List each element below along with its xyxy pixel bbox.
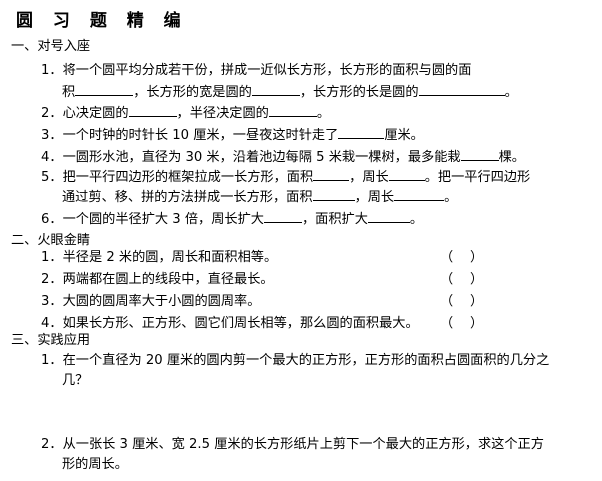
question-1-1-line1: 1．将一个圆平均分成若干份，拼成一近似长方形，长方形的面积与圆的面 [41,63,472,78]
judge-item-3: 3．大圆的圆周率大于小圆的圆周率。 [41,294,261,309]
section-heading-1: 一、对号入座 [11,39,91,54]
question-text: ，长方形的长是圆的 [299,85,419,100]
judge-item-4: 4．如果长方形、正方形、圆它们周长相等，那么圆的面积最大。 [41,316,419,331]
answer-blank[interactable] [251,82,300,96]
question-1-6: 6．一个圆的半径扩大 3 倍，周长扩大 ，面积扩大 。 [41,209,423,229]
question-1-5-line2: 通过剪、移、拼的方法拼成一长方形，面积 ，周长 。 [62,187,457,207]
question-text: 。 [316,106,331,121]
question-text: 棵。 [498,150,525,165]
answer-blank[interactable] [268,103,317,117]
question-text: 厘米。 [384,128,424,143]
answer-blank[interactable] [128,103,177,117]
question-text: 通过剪、移、拼的方法拼成一长方形，面积 [62,190,313,205]
question-text: 。把一平行四边形 [424,170,531,185]
answer-blank[interactable] [388,167,425,181]
answer-blank[interactable] [312,187,355,201]
answer-parentheses[interactable]: （ ） [440,250,484,265]
section-heading-3: 三、实践应用 [11,333,91,348]
question-text: ，周长 [354,190,395,205]
question-1-3: 3．一个时钟的时针长 10 厘米，一昼夜这时针走了 厘米。 [41,125,424,145]
question-text: ，面积扩大 [301,212,368,227]
application-question-2-line2: 形的周长。 [62,457,128,472]
question-text: 4．一圆形水池，直径为 30 米，沿着池边每隔 5 米栽一棵树，最多能栽 [41,150,461,165]
question-text: ，长方形的宽是圆的 [133,85,252,100]
judge-item-2: 2．两端都在圆上的线段中，直径最长。 [41,272,274,287]
application-question-1-line2: 几？ [62,373,89,388]
answer-blank[interactable] [394,187,445,201]
answer-blank[interactable] [263,209,302,223]
question-text: 3．一个时钟的时针长 10 厘米，一昼夜这时针走了 [41,128,339,143]
question-1-4: 4．一圆形水池，直径为 30 米，沿着池边每隔 5 米栽一棵树，最多能栽 棵。 [41,147,525,167]
question-text: ，半径决定圆的 [176,106,269,121]
question-text: 。 [444,190,458,205]
question-text: 。 [409,212,424,227]
answer-parentheses[interactable]: （ ） [440,272,484,287]
question-text: 。 [504,85,518,100]
question-1-1-line2: 积 ，长方形的宽是圆的 ，长方形的长是圆的 。 [62,82,518,102]
question-1-5-line1: 5．把一平行四边形的框架拉成一长方形，面积 ，周长 。把一平行四边形 [41,167,530,187]
answer-blank[interactable] [367,209,410,223]
question-text: 6．一个圆的半径扩大 3 倍，周长扩大 [41,212,264,227]
application-question-2-line1: 2．从一张长 3 厘米、宽 2.5 厘米的长方形纸片上剪下一个最大的正方形，求这… [41,437,544,452]
question-text: 2．心决定圆的 [41,106,129,121]
judge-item-1: 1．半径是 2 米的圆，周长和面积相等。 [41,250,278,265]
answer-parentheses[interactable]: （ ） [440,294,484,309]
answer-blank[interactable] [313,167,350,181]
question-text: ，周长 [349,170,389,185]
question-text: 积 [62,85,76,100]
application-question-1-line1: 1．在一个直径为 20 厘米的圆内剪一个最大的正方形，正方形的面积占圆面积的几分… [41,353,550,368]
page-title: 圆 习 题 精 编 [16,11,188,31]
question-1-2: 2．心决定圆的 ，半径决定圆的 。 [41,103,330,123]
section-heading-2: 二、火眼金睛 [11,233,91,248]
answer-blank[interactable] [75,82,134,96]
answer-blank[interactable] [460,147,499,161]
question-text: 5．把一平行四边形的框架拉成一长方形，面积 [41,170,314,185]
answer-parentheses[interactable]: （ ） [440,316,484,331]
answer-blank[interactable] [338,125,385,139]
answer-blank[interactable] [418,82,505,96]
